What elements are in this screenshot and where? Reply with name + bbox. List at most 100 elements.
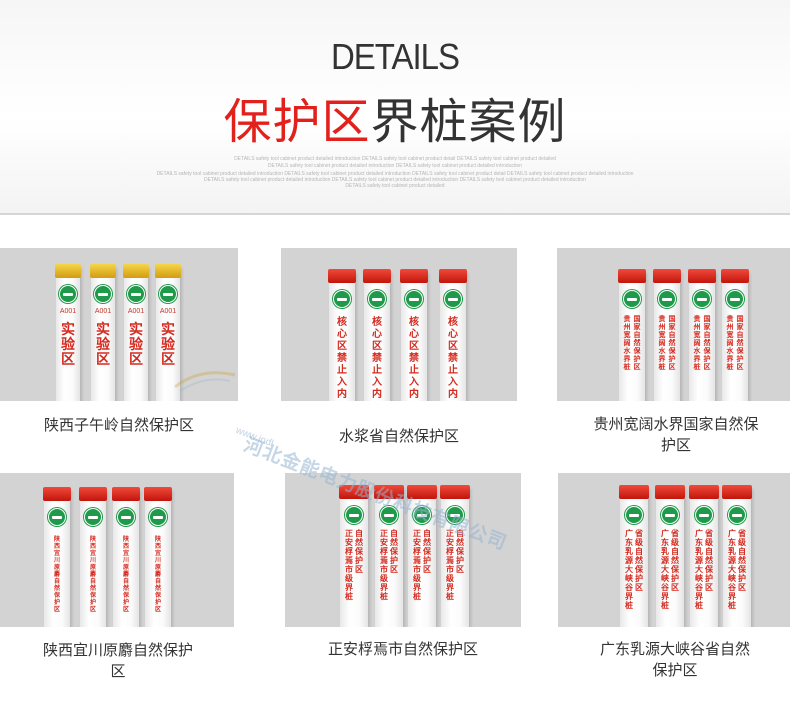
case-caption: 正安桴焉市自然保护区: [327, 640, 478, 658]
post-label: 实验区: [161, 322, 175, 368]
fine-print-line: DETAILS safety tool cabinet product deta…: [345, 183, 445, 189]
green-emblem-icon: [380, 506, 398, 524]
post-cap: [328, 269, 356, 283]
post-cap: [653, 269, 681, 283]
boundary-post: 贵州宽阔水界桩国家自然保护区: [688, 269, 716, 401]
green-emblem-icon: [444, 290, 462, 308]
title-dark-part: 界桩案例: [370, 94, 567, 150]
boundary-post: 陕西宜川原麝自然保护区: [79, 487, 107, 627]
post-cap: [123, 264, 149, 278]
post-cap: [400, 269, 428, 283]
post-cap: [655, 485, 685, 499]
boundary-post: A001 实验区: [123, 264, 149, 401]
post-label: 陕西宜川原麝自然保护区: [89, 536, 96, 613]
boundary-post: A001 实验区: [90, 264, 116, 401]
green-emblem-icon: [623, 290, 641, 308]
post-label: 贵州宽阔水界桩国家自然保护区: [693, 314, 711, 371]
post-label: 实验区: [129, 322, 143, 368]
case-image-shuijiang: 核心区 禁止入内 核心区 禁止入内 核心区 禁止入内 核心区 禁止入内: [281, 248, 517, 401]
case-caption: 陕西宜川原麝自然保护区: [42, 641, 193, 680]
header-banner: DETAILS 保护区界桩案例 DETAILS safety tool cabi…: [0, 0, 790, 215]
post-cap: [79, 487, 107, 501]
fine-print-line: DETAILS safety tool cabinet product deta…: [156, 171, 634, 177]
green-emblem-icon: [625, 506, 643, 524]
boundary-post: 正安桴焉市级界桩自然保护区: [440, 485, 470, 627]
fine-print-line: DETAILS safety tool cabinet product deta…: [267, 163, 523, 169]
case-image-zhengan: 正安桴焉市级界桩自然保护区 正安桴焉市级界桩自然保护区 正安桴焉市级界桩自然保护…: [285, 473, 521, 627]
green-emblem-icon: [159, 285, 177, 303]
green-emblem-icon: [117, 508, 135, 526]
fine-print-line: DETAILS safety tool cabinet product deta…: [204, 177, 586, 183]
boundary-post: 广东乳源大峡谷界桩省级自然保护区: [619, 485, 649, 627]
post-label: 正安桴焉市级界桩自然保护区: [413, 528, 431, 601]
post-cap: [689, 485, 719, 499]
post-label: 广东乳源大峡谷界桩省级自然保护区: [695, 528, 713, 610]
boundary-post: 陕西宜川原麝自然保护区: [43, 487, 71, 627]
boundary-post: 核心区 禁止入内: [439, 269, 467, 401]
details-heading: DETAILS: [330, 36, 460, 77]
boundary-post: 核心区 禁止入内: [400, 269, 428, 401]
boundary-post: 正安桴焉市级界桩自然保护区: [339, 485, 369, 627]
title-red-part: 保护区: [223, 94, 371, 150]
post-label: 核心区 禁止入内: [409, 317, 419, 400]
post-label: 正安桴焉市级界桩自然保护区: [345, 528, 363, 601]
post-label: 广东乳源大峡谷界桩省级自然保护区: [728, 528, 746, 610]
post-cap: [618, 269, 646, 283]
post-cap: [440, 485, 470, 499]
boundary-post: A001 实验区: [55, 264, 81, 401]
green-emblem-icon: [48, 508, 66, 526]
boundary-post: 核心区 禁止入内: [363, 269, 391, 401]
post-label: 正安桴焉市级界桩自然保护区: [380, 528, 398, 601]
green-emblem-icon: [333, 290, 351, 308]
post-label: 贵州宽阔水界桩国家自然保护区: [623, 314, 641, 371]
boundary-post: 贵州宽阔水界桩国家自然保护区: [653, 269, 681, 401]
post-label: 核心区 禁止入内: [337, 317, 347, 400]
post-cap: [144, 487, 172, 501]
green-emblem-icon: [695, 506, 713, 524]
post-cap: [43, 487, 71, 501]
post-label: 核心区 禁止入内: [372, 317, 382, 400]
green-emblem-icon: [127, 285, 145, 303]
boundary-post: 陕西宜川原麝自然保护区: [112, 487, 140, 627]
post-label: 贵州宽阔水界桩国家自然保护区: [658, 314, 676, 371]
post-code: A001: [94, 308, 112, 315]
post-label: 实验区: [61, 322, 75, 368]
boundary-post: 广东乳源大峡谷界桩省级自然保护区: [722, 485, 752, 627]
post-label: 广东乳源大峡谷界桩省级自然保护区: [661, 528, 679, 610]
green-emblem-icon: [59, 285, 77, 303]
case-caption: 贵州宽阔水界国家自然保护区: [593, 415, 759, 454]
post-cap: [55, 264, 81, 278]
post-cap: [339, 485, 369, 499]
case-caption: 水浆省自然保护区: [338, 427, 459, 445]
green-emblem-icon: [345, 506, 363, 524]
post-cap: [439, 269, 467, 283]
case-image-shaanxi-yichuan: 陕西宜川原麝自然保护区 陕西宜川原麝自然保护区 陕西宜川原麝自然保护区 陕西宜川…: [0, 473, 234, 627]
post-label: 陕西宜川原麝自然保护区: [154, 536, 161, 613]
post-cap: [155, 264, 181, 278]
post-cap: [721, 269, 749, 283]
header-divider: [0, 213, 790, 215]
case-caption: 陕西子午岭自然保护区: [43, 416, 194, 434]
post-label: 正安桴焉市级界桩自然保护区: [446, 528, 464, 601]
case-caption: 广东乳源大峡谷省自然保护区: [600, 640, 751, 679]
boundary-post: 广东乳源大峡谷界桩省级自然保护区: [655, 485, 685, 627]
post-code: A001: [127, 308, 145, 315]
post-cap: [619, 485, 649, 499]
green-emblem-icon: [94, 285, 112, 303]
page-title: 保护区界桩案例: [0, 82, 790, 152]
post-cap: [112, 487, 140, 501]
boundary-post: 正安桴焉市级界桩自然保护区: [407, 485, 437, 627]
post-label: 陕西宜川原麝自然保护区: [122, 536, 129, 613]
post-cap: [688, 269, 716, 283]
green-emblem-icon: [368, 290, 386, 308]
post-code: A001: [59, 308, 77, 315]
boundary-post: 核心区 禁止入内: [328, 269, 356, 401]
case-image-shaanxi-ziwuling: A001 实验区 A001 实验区 A001 实验区 A001 实验区: [0, 248, 238, 401]
boundary-post: 广东乳源大峡谷界桩省级自然保护区: [689, 485, 719, 627]
case-image-guizhou-kuankuoshui: 贵州宽阔水界桩国家自然保护区 贵州宽阔水界桩国家自然保护区 贵州宽阔水界桩国家自…: [557, 248, 790, 401]
post-label: 实验区: [96, 322, 110, 368]
company-logo-watermark-icon: [174, 371, 236, 392]
post-label: 贵州宽阔水界桩国家自然保护区: [726, 314, 744, 371]
post-cap: [722, 485, 752, 499]
boundary-post: 贵州宽阔水界桩国家自然保护区: [721, 269, 749, 401]
